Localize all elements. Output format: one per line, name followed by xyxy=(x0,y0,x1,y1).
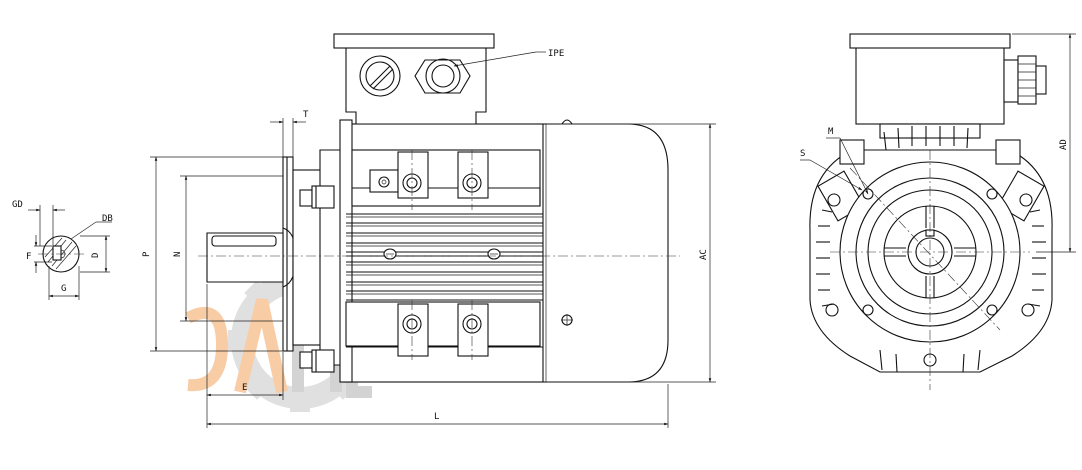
label-ipe: IPE xyxy=(548,49,564,59)
motor-side-view: P N T xyxy=(142,33,716,428)
label-ac: AC xyxy=(699,249,709,260)
label-f: F xyxy=(26,252,31,262)
label-ad: AD xyxy=(1059,139,1069,150)
label-db: DB xyxy=(102,214,113,224)
label-m: M xyxy=(828,127,834,137)
label-gd: GD xyxy=(12,200,23,210)
motor-front-view: M S AD xyxy=(800,33,1076,390)
label-t: T xyxy=(303,110,309,120)
label-n: N xyxy=(173,252,183,257)
label-g: G xyxy=(61,284,66,294)
label-e: E xyxy=(242,383,247,393)
housing-fins xyxy=(816,126,1046,373)
label-d: D xyxy=(91,253,101,258)
shaft-section-view: GD DB F D G xyxy=(12,200,113,300)
label-l: L xyxy=(434,412,439,422)
label-s: S xyxy=(800,149,805,159)
cooling-fins xyxy=(346,213,543,348)
label-p: P xyxy=(142,251,152,257)
